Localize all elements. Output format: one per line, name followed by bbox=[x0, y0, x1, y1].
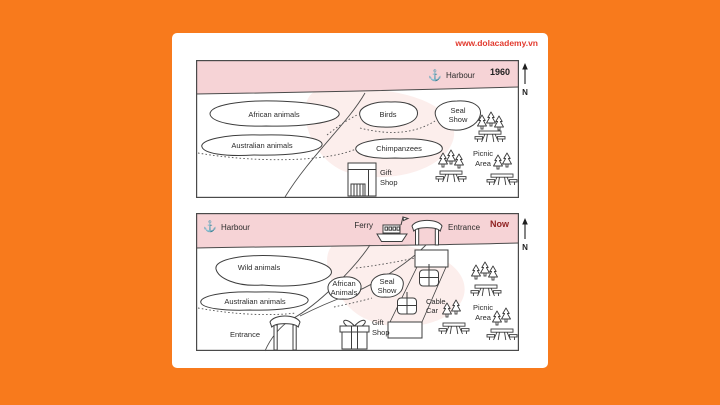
entrance-arch-icon-top bbox=[411, 219, 443, 246]
gift-shop-label-2: Shop bbox=[372, 328, 390, 337]
entrance-top-label: Entrance bbox=[448, 223, 481, 232]
map-1960-panel: Harbour 1960 African animals Australian … bbox=[195, 60, 520, 199]
dotted-trail bbox=[197, 307, 297, 316]
zoo-maps-figure: N ⚓ www.dolacademy.vn bbox=[195, 38, 538, 352]
worksheet-card: N ⚓ www.dolacademy.vn bbox=[172, 33, 548, 368]
african-animals-area bbox=[327, 276, 362, 300]
walkway-path bbox=[264, 244, 371, 352]
wild-animals-label: Wild animals bbox=[238, 263, 281, 272]
seal-show-area bbox=[434, 100, 481, 131]
harbour-band-1960 bbox=[196, 60, 519, 94]
panel-border-1960 bbox=[196, 60, 519, 199]
gift-shop-label-2: Shop bbox=[380, 178, 398, 187]
anchor-icon-now bbox=[203, 220, 217, 233]
picnic-area-label-1: Picnic bbox=[473, 303, 493, 312]
birds-area bbox=[359, 101, 418, 128]
picnic-area-label-1: Picnic bbox=[473, 149, 493, 158]
australian-animals-label: Australian animals bbox=[231, 141, 293, 150]
african-animals-area bbox=[209, 100, 340, 127]
birds-label: Birds bbox=[379, 110, 396, 119]
anchor-icon-1960 bbox=[428, 69, 442, 82]
gift-shop-label-1: Gift bbox=[372, 318, 385, 327]
cable-car-label-1: Cable bbox=[426, 297, 446, 306]
african-animals-label-2: Animals bbox=[331, 288, 358, 297]
australian-animals-label: Australian animals bbox=[224, 297, 286, 306]
compass-now bbox=[521, 217, 529, 253]
year-label-1960: 1960 bbox=[490, 67, 510, 77]
walkway-path bbox=[284, 92, 366, 198]
australian-animals-area bbox=[200, 291, 309, 311]
chimpanzees-area bbox=[355, 138, 443, 159]
gift-box-icon bbox=[339, 319, 370, 350]
australian-animals-area bbox=[201, 134, 323, 156]
ferry-icon bbox=[376, 216, 410, 242]
seal-show-area bbox=[370, 273, 404, 298]
year-label-now: Now bbox=[490, 219, 510, 229]
site-watermark: www.dolacademy.vn bbox=[454, 38, 538, 48]
cable-car-bottom-station bbox=[387, 321, 423, 339]
chimpanzees-label: Chimpanzees bbox=[376, 144, 422, 153]
compass-1960 bbox=[521, 62, 529, 98]
shoreline-1960 bbox=[195, 86, 520, 95]
entrance-bottom-label: Entrance bbox=[230, 330, 260, 339]
map-now-panel: Harbour Ferry Entrance Now Wild animals … bbox=[195, 213, 520, 352]
cable-car-icon bbox=[387, 249, 449, 339]
ferry-label: Ferry bbox=[354, 221, 373, 230]
cable-car-top-station bbox=[414, 249, 449, 268]
seal-show-label-1: Seal bbox=[379, 277, 394, 286]
shop-building-icon bbox=[347, 162, 377, 197]
african-animals-label-1: African bbox=[332, 279, 355, 288]
harbour-label-now: Harbour bbox=[221, 223, 250, 232]
shoreline-now bbox=[195, 242, 520, 249]
picnic-area-label-2: Area bbox=[475, 159, 492, 168]
seal-show-label-1: Seal bbox=[450, 106, 465, 115]
seal-show-label-2: Show bbox=[449, 115, 468, 124]
seal-show-label-2: Show bbox=[378, 286, 397, 295]
african-animals-label: African animals bbox=[248, 110, 300, 119]
cable-car-label-2: Car bbox=[426, 306, 439, 315]
wild-animals-area bbox=[215, 255, 332, 287]
harbour-label-1960: Harbour bbox=[446, 71, 475, 80]
gift-shop-label-1: Gift bbox=[380, 168, 393, 177]
dotted-trail bbox=[359, 120, 436, 133]
picnic-area-label-2: Area bbox=[475, 313, 492, 322]
panel-border-now bbox=[196, 213, 519, 352]
